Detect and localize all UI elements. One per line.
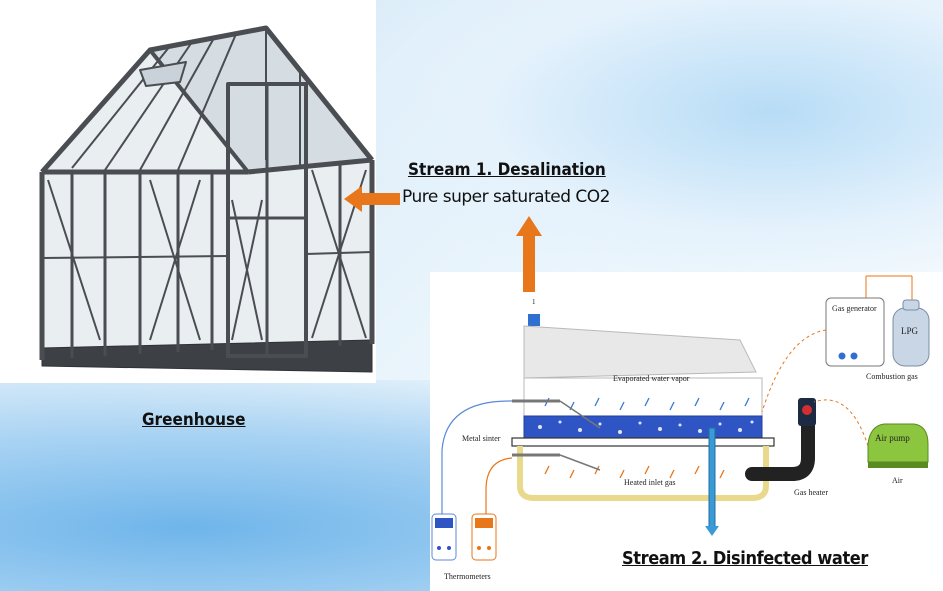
- air-label: Air: [892, 476, 903, 485]
- greenhouse-label: Greenhouse: [142, 410, 246, 430]
- air-pump-label: Air pump: [875, 433, 910, 443]
- gas-heater-label: Gas heater: [794, 488, 828, 497]
- stream1-subtitle: Pure super saturated CO2: [402, 187, 611, 207]
- heated-inlet-gas-label: Heated inlet gas: [624, 478, 676, 487]
- background-gradient-top: [370, 0, 943, 280]
- stream1-title: Stream 1. Desalination: [408, 160, 606, 180]
- thermometers-label: Thermometers: [444, 572, 491, 581]
- metal-sinter-label: Metal sinter: [462, 434, 501, 443]
- combustion-gas-label: Combustion gas: [866, 372, 918, 381]
- stream2-title: Stream 2. Disinfected water: [622, 548, 868, 569]
- outlet-number-label: 1: [532, 298, 536, 306]
- lpg-label: LPG: [901, 326, 919, 336]
- gas-generator-label: Gas generator: [832, 304, 877, 313]
- evaporated-vapor-label: Evaporated water vapor: [613, 374, 690, 383]
- arrow-to-greenhouse: [344, 186, 400, 212]
- arrow-up-from-chamber: [516, 216, 542, 292]
